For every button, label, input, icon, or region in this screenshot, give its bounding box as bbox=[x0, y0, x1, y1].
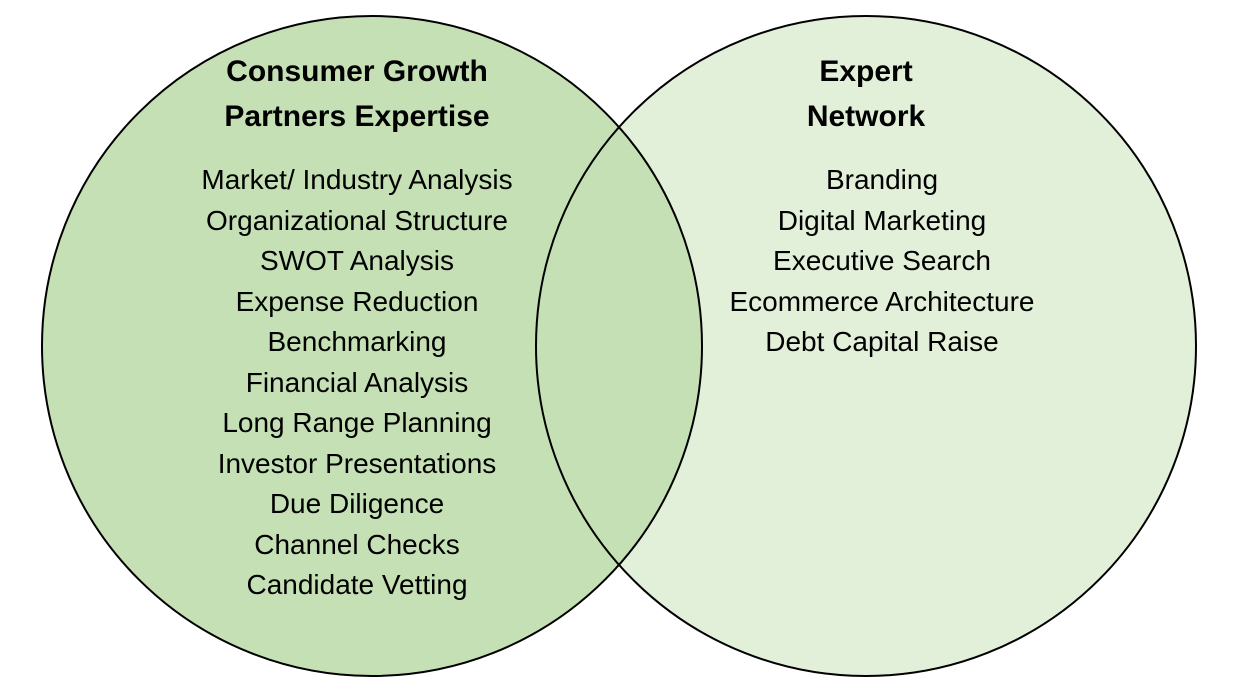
right-title-line-2: Network bbox=[806, 100, 926, 133]
list-item: Investor Presentations bbox=[217, 447, 497, 479]
list-item: SWOT Analysis bbox=[260, 245, 454, 276]
right-items-list: Branding Digital Marketing Executive Sea… bbox=[697, 160, 1067, 363]
left-circle-outline bbox=[41, 15, 703, 677]
list-item: Financial Analysis bbox=[245, 366, 469, 398]
right-circle bbox=[536, 16, 1196, 676]
left-title-line-1: Consumer Growth bbox=[226, 55, 488, 88]
list-item: Digital Marketing bbox=[777, 204, 987, 236]
list-item: Organizational Structure bbox=[206, 204, 508, 236]
list-item: Ecommerce Architecture bbox=[729, 285, 1035, 317]
list-item: Due Diligence bbox=[269, 488, 445, 519]
list-item: Debt Capital Raise bbox=[765, 326, 999, 357]
right-circle-title: Expert Network bbox=[716, 49, 1016, 139]
left-circle bbox=[42, 16, 702, 676]
left-circle-title: Consumer Growth Partners Expertise bbox=[157, 49, 557, 139]
right-title-line-1: Expert bbox=[819, 55, 913, 88]
list-item: Benchmarking bbox=[267, 326, 447, 357]
list-item: Expense Reduction bbox=[235, 285, 479, 317]
list-item: Market/ Industry Analysis bbox=[201, 164, 513, 195]
list-item: Executive Search bbox=[773, 245, 991, 276]
left-title-line-2: Partners Expertise bbox=[224, 100, 490, 133]
list-item: Channel Checks bbox=[254, 528, 460, 560]
right-circle-outline bbox=[535, 15, 1197, 677]
list-item: Branding bbox=[825, 164, 939, 195]
left-items-list: Market/ Industry Analysis Organizational… bbox=[142, 160, 572, 606]
list-item: Candidate Vetting bbox=[246, 569, 468, 600]
list-item: Long Range Planning bbox=[222, 407, 492, 438]
